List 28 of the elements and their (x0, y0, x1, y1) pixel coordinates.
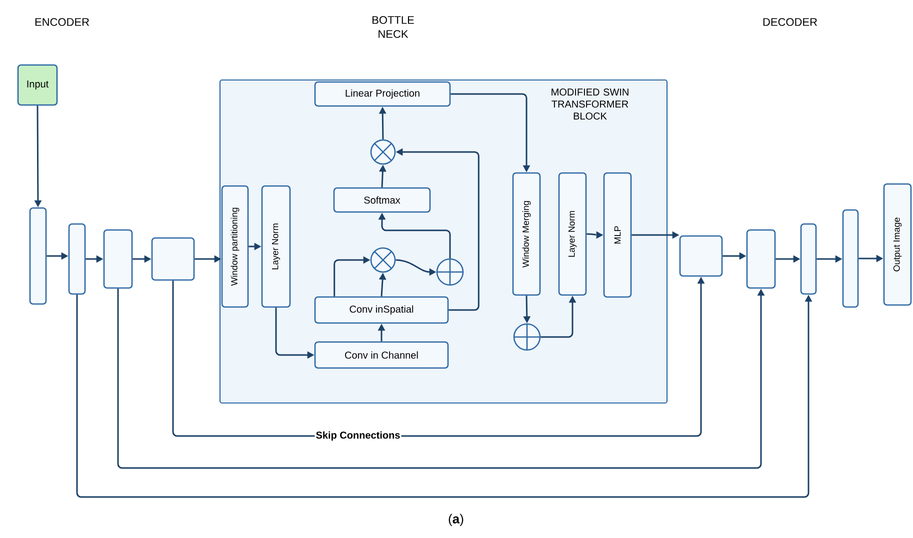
process-box: Layer Norm (558, 172, 587, 296)
multiply-circle (370, 247, 396, 273)
add-circle (513, 323, 541, 351)
process-box: Linear Projection (314, 81, 451, 107)
process-box: Window Merging (512, 172, 541, 296)
section-heading: ENCODER (35, 18, 89, 26)
feature-block (103, 229, 133, 289)
feature-block (679, 235, 723, 277)
section-heading: DECODER (763, 18, 817, 26)
process-box: Conv in Channel (314, 341, 449, 369)
feature-block (800, 223, 817, 295)
process-box: Window partitioning (221, 185, 249, 308)
process-box: Softmax (333, 187, 431, 213)
input-box: Input (17, 64, 58, 106)
add-circle (436, 258, 464, 286)
feature-block (151, 237, 195, 281)
process-box: Conv inSpatial (314, 296, 449, 324)
process-box: Layer Norm (261, 185, 291, 308)
edge-label: Skip Connections (314, 430, 402, 442)
feature-block (68, 223, 86, 295)
feature-block (842, 209, 859, 308)
process-box: Output Image (883, 183, 912, 306)
multiply-circle (370, 139, 396, 165)
section-heading: BOTTLE NECK (372, 16, 414, 38)
feature-block (746, 229, 776, 289)
caption: (a) (448, 514, 464, 526)
feature-block (29, 207, 47, 305)
process-box: MLP (603, 172, 632, 298)
